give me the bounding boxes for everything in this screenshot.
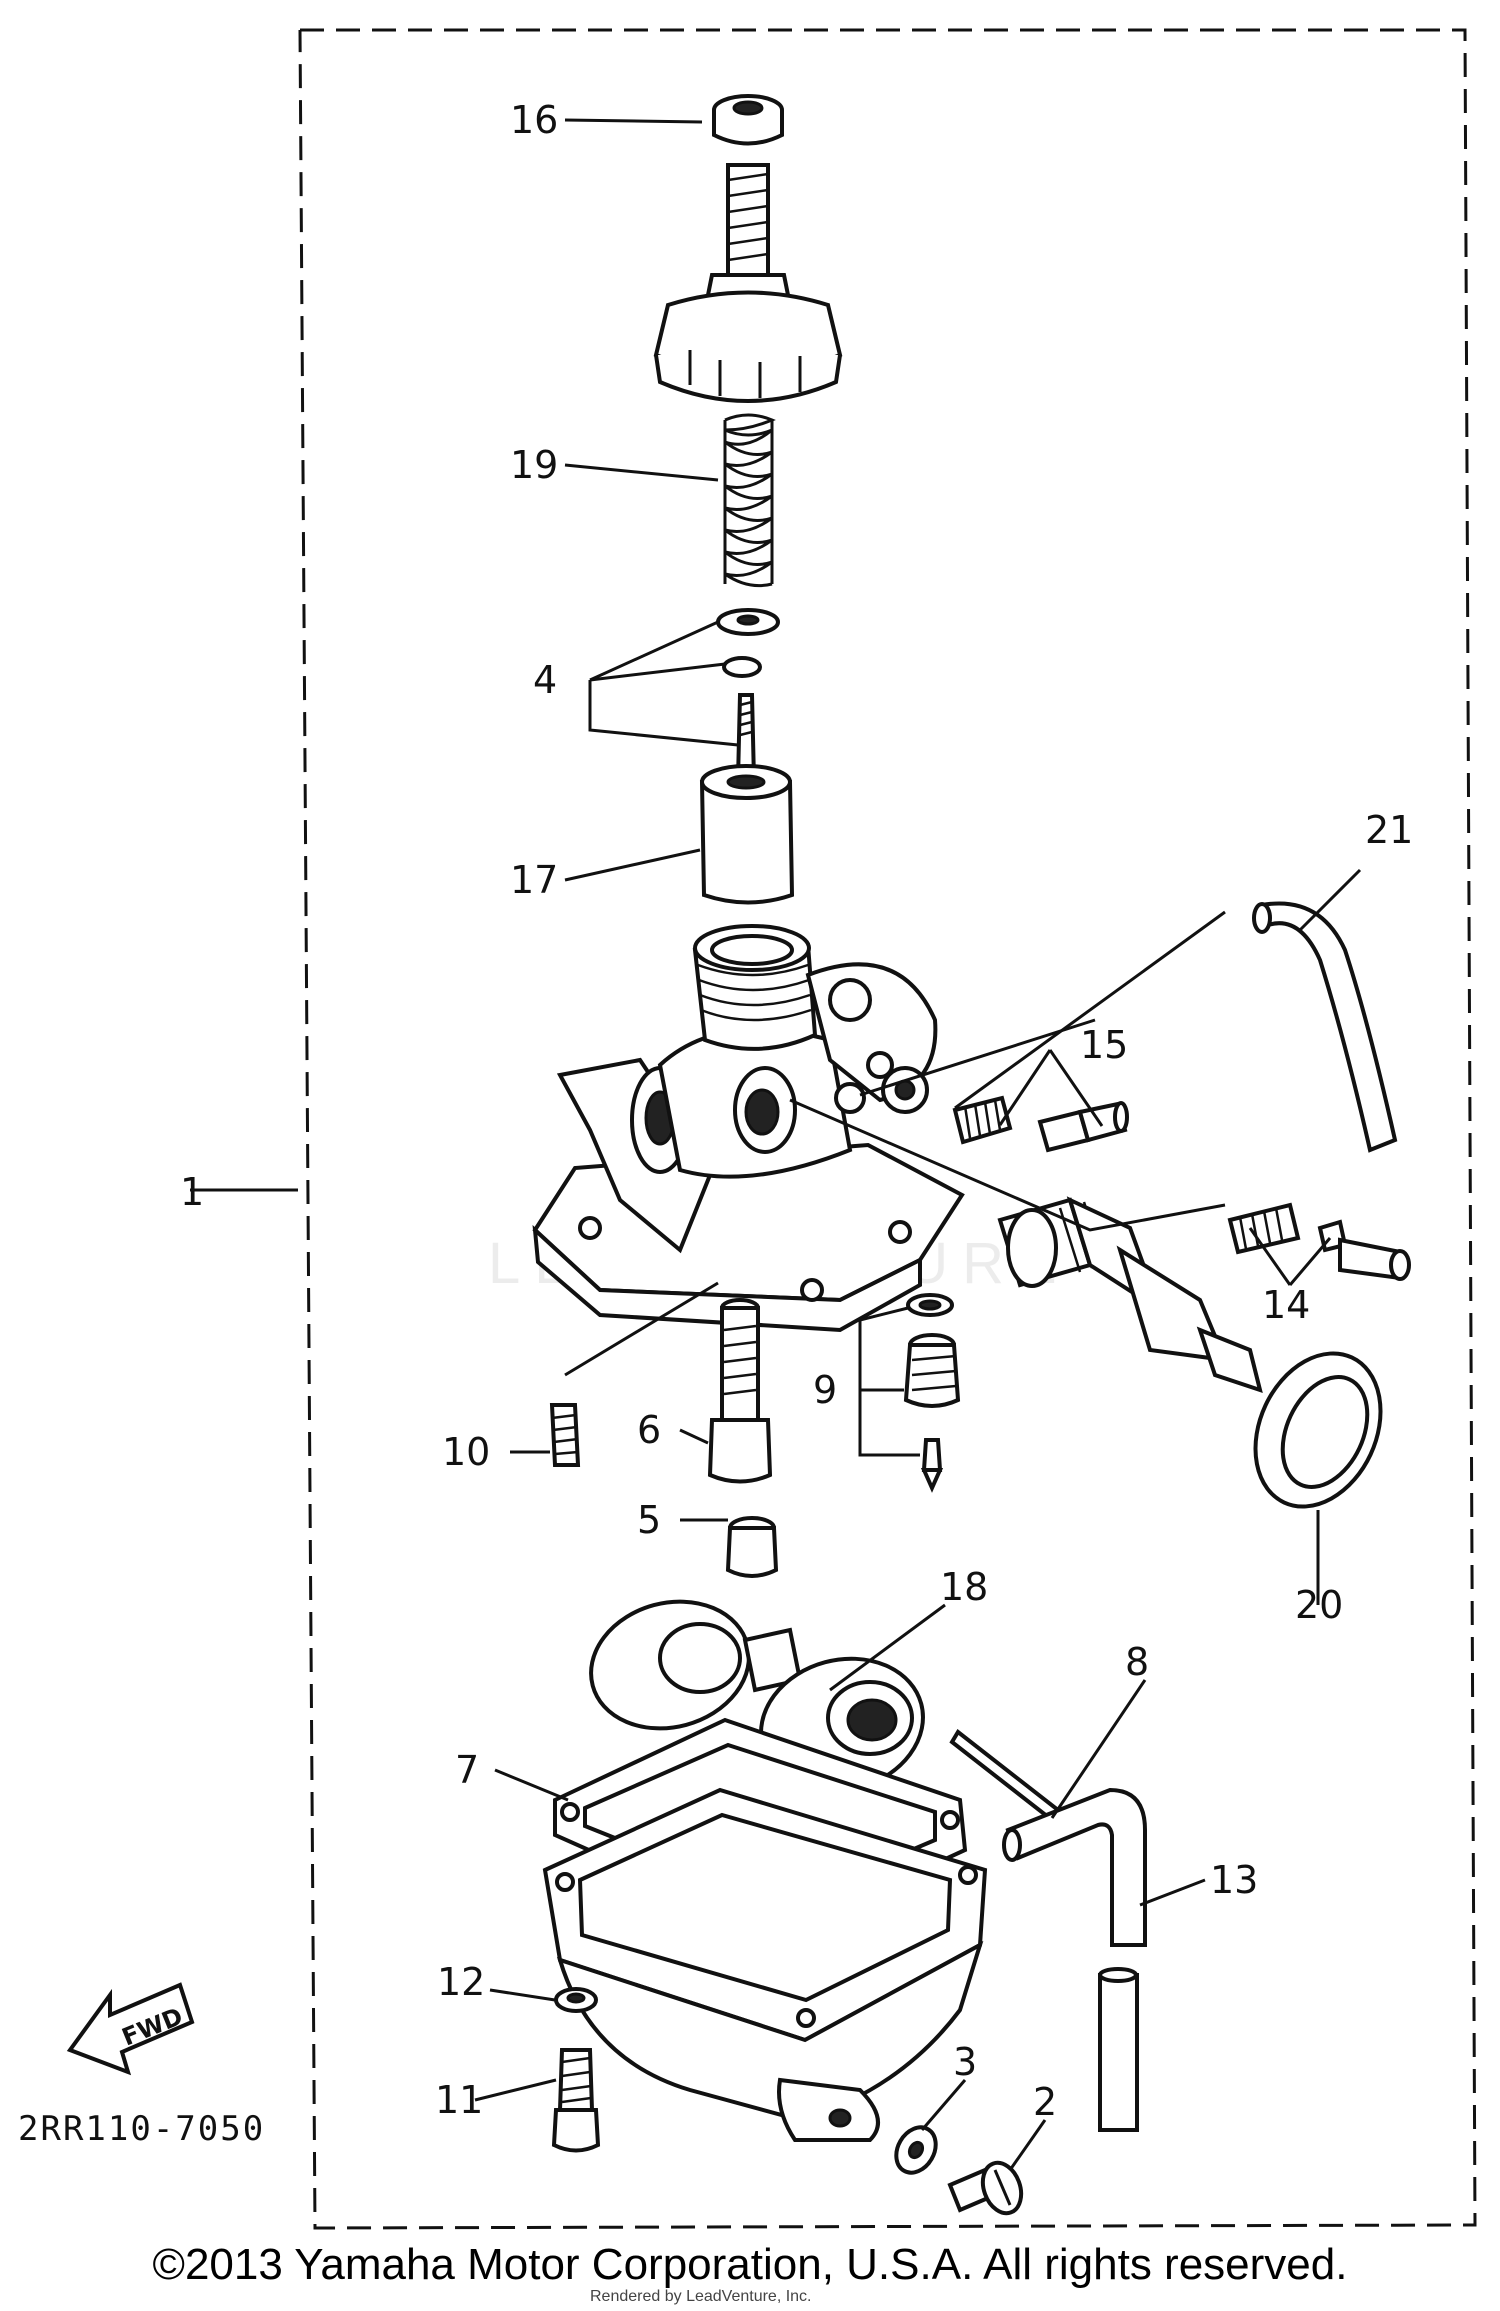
part-2-drain-screw xyxy=(947,2160,1024,2216)
part-9-needle-valve-set xyxy=(903,1293,961,1493)
leader-lines xyxy=(190,118,1362,2171)
part-3-washer xyxy=(894,2125,938,2175)
part-18-float xyxy=(589,1599,925,1794)
part-15-pilot-screw-set xyxy=(952,1095,1129,1153)
callout-1: 1 xyxy=(180,1170,204,1214)
part-16-nut xyxy=(712,94,784,146)
callout-8: 8 xyxy=(1125,1640,1149,1684)
part-17-throttle-valve xyxy=(699,764,795,905)
part-5-main-jet xyxy=(725,1516,779,1578)
callout-21: 21 xyxy=(1365,808,1413,852)
callout-15: 15 xyxy=(1080,1023,1128,1067)
part-20-starter-plunger xyxy=(997,1196,1383,1509)
copyright-notice: ©2013 Yamaha Motor Corporation, U.S.A. A… xyxy=(152,2240,1348,2289)
part-8-float-pin xyxy=(949,1729,1061,1823)
part-4-clip-set xyxy=(716,608,780,782)
callout-18: 18 xyxy=(940,1565,988,1609)
callout-16: 16 xyxy=(510,98,558,142)
part-19-spring xyxy=(723,413,776,588)
part-21-breather-hose xyxy=(1252,901,1398,1153)
mixing-chamber-top xyxy=(653,163,843,403)
callout-4: 4 xyxy=(533,658,557,702)
callout-13: 13 xyxy=(1210,1858,1258,1902)
float-chamber-bowl xyxy=(542,1787,988,2142)
part-6-needle-jet xyxy=(707,1298,773,1484)
part-14-throttle-stop-screw-set xyxy=(1227,1202,1411,1281)
callout-6: 6 xyxy=(637,1408,661,1452)
callout-2: 2 xyxy=(1033,2080,1057,2124)
assembly-boundary xyxy=(298,28,1477,2230)
callout-5: 5 xyxy=(637,1498,661,1542)
part-11-screw xyxy=(551,2048,601,2153)
rendered-by-note: Rendered by LeadVenture, Inc. xyxy=(590,2288,812,2305)
callout-12: 12 xyxy=(437,1960,485,2004)
fwd-arrow-icon: FWD xyxy=(66,1982,195,2076)
part-13-drain-hose xyxy=(1002,1787,1147,2132)
callout-10: 10 xyxy=(442,1430,490,1474)
callout-9: 9 xyxy=(813,1368,837,1412)
reference-code: 2RR110-7050 xyxy=(18,2109,265,2149)
part-12-washer xyxy=(554,1987,598,2013)
callout-17: 17 xyxy=(510,858,558,902)
callout-3: 3 xyxy=(953,2040,977,2084)
callout-14: 14 xyxy=(1262,1283,1310,1327)
callout-labels: 16 19 4 17 21 15 1 14 10 6 9 5 20 18 8 7… xyxy=(180,98,1413,2124)
part-10-screw xyxy=(549,1403,581,1467)
callout-11: 11 xyxy=(435,2078,483,2122)
callout-7: 7 xyxy=(455,1748,479,1792)
callout-19: 19 xyxy=(510,443,558,487)
carburetor-body xyxy=(532,924,965,1333)
callout-20: 20 xyxy=(1295,1583,1343,1627)
